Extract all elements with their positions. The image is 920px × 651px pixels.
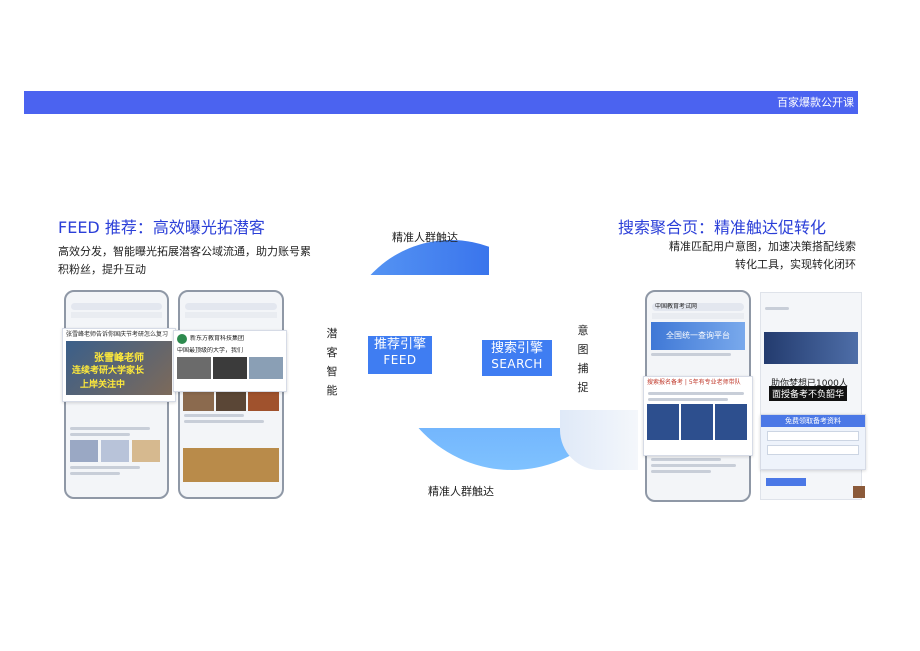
feed-tabs[interactable] <box>185 312 277 318</box>
video-thumbnail[interactable] <box>183 448 279 482</box>
vertical-char: 能 <box>326 384 338 397</box>
teacher-image[interactable] <box>647 404 679 440</box>
vertical-char: 潜 <box>326 327 338 340</box>
search-desc-line-1: 精准匹配用户意图，加速决策搭配线索 <box>669 240 856 253</box>
result-text-line <box>651 470 711 473</box>
search-section-title: 搜索聚合页：精准触达促转化 <box>618 218 827 237</box>
form-submit-button[interactable] <box>766 478 806 486</box>
thumbnail[interactable] <box>132 440 160 462</box>
account-post-text: 中国最顶级的大学，我们 <box>177 347 244 354</box>
result-text-line <box>651 458 721 461</box>
feed-text-line <box>70 472 120 475</box>
search-result-banner[interactable]: 全国统一查询平台 <box>651 322 745 350</box>
overlay-label-2: 面授备考不负韶华 <box>769 386 848 401</box>
feed-text-line <box>184 414 244 417</box>
center-top-label: 精准人群触达 <box>392 231 458 244</box>
vertical-char: 图 <box>577 343 589 356</box>
feed-tabs[interactable] <box>71 312 162 318</box>
feed-engine-badge: 推荐引擎 FEED <box>368 336 432 374</box>
search-desc-line-2: 转化工具，实现转化闭环 <box>735 258 856 271</box>
form-input-phone[interactable] <box>767 445 859 455</box>
feed-card-video[interactable]: 张雪峰老师告诉你国庆节考研怎么复习 张雪峰老师 连续考研大学家长 上岸关注中 <box>62 328 176 402</box>
vertical-char: 捉 <box>577 381 589 394</box>
post-image <box>213 357 247 379</box>
corner-thumbnail <box>853 486 865 498</box>
result-text-line <box>648 392 744 395</box>
search-result-card[interactable]: 搜索报名备考 | 5年有专业老师带队 <box>643 376 753 456</box>
search-engine-badge: 搜索引擎 SEARCH <box>482 340 552 376</box>
result-card-title: 搜索报名备考 | 5年有专业老师带队 <box>647 379 741 386</box>
teacher-image[interactable] <box>681 404 713 440</box>
overlay-label-1: 助你梦想已1000人 <box>771 379 848 389</box>
header-banner: 百家爆款公开课 <box>24 91 858 114</box>
vertical-char: 意 <box>577 324 589 337</box>
post-image <box>177 357 211 379</box>
feed-card-image: 张雪峰老师 连续考研大学家长 上岸关注中 <box>66 341 172 395</box>
lead-form-title: 免费领取备考资料 <box>761 415 865 427</box>
search-bar[interactable] <box>185 303 277 310</box>
feed-engine-en: FEED <box>383 353 417 367</box>
top-arc-graphic <box>341 240 489 275</box>
feed-section-title: FEED 推荐：高效曝光拓潜客 <box>58 218 265 237</box>
thumbnail[interactable] <box>70 440 98 462</box>
teacher-image[interactable] <box>715 404 747 440</box>
thumbnail[interactable] <box>248 389 280 411</box>
search-engine-label: 搜索引擎 <box>490 341 543 356</box>
status-bar <box>180 292 282 301</box>
feed-card-title: 张雪峰老师告诉你国庆节考研怎么复习 <box>66 331 169 338</box>
intent-capture-label: 意 图 捕 捉 <box>576 321 590 397</box>
search-input[interactable]: 中国教育考试网 <box>652 303 744 311</box>
search-section-desc: 精准匹配用户意图，加速决策搭配线索 转化工具，实现转化闭环 <box>640 238 856 274</box>
thumbnail[interactable] <box>215 389 247 411</box>
status-bar <box>66 292 167 301</box>
thumbnail[interactable] <box>183 389 214 411</box>
text-line <box>765 307 789 310</box>
vertical-char: 客 <box>326 346 338 359</box>
feed-text-line <box>70 466 140 469</box>
vertical-char: 捕 <box>577 362 589 375</box>
bottom-arc-fade <box>560 410 638 470</box>
feed-text-line <box>184 420 264 423</box>
left-arc-graphic <box>346 290 398 334</box>
potential-customer-label: 潜 客 智 能 <box>325 324 339 400</box>
search-tabs[interactable] <box>652 313 744 319</box>
search-engine-en: SEARCH <box>491 357 543 371</box>
avatar[interactable] <box>177 334 187 344</box>
search-bar[interactable] <box>71 303 162 310</box>
overlay-text-1: 张雪峰老师 <box>94 353 144 364</box>
form-input-name[interactable] <box>767 431 859 441</box>
feed-desc-line-1: 高效分发，智能曝光拓展潜客公域流通，助力账号累 <box>58 245 311 258</box>
lead-form-card[interactable]: 免费领取备考资料 <box>760 414 866 470</box>
overlay-text-2: 连续考研大学家长 <box>72 366 145 376</box>
thumbnail[interactable] <box>101 440 129 462</box>
feed-phone-2 <box>178 290 284 499</box>
vertical-char: 智 <box>326 365 338 378</box>
feed-desc-line-2: 积粉丝，提升互动 <box>58 263 146 276</box>
feed-text-line <box>70 433 130 436</box>
center-bottom-label: 精准人群触达 <box>428 485 494 498</box>
result-text-line <box>651 353 731 356</box>
teacher-photo <box>764 332 858 364</box>
feed-engine-label: 推荐引擎 <box>373 337 426 352</box>
post-image <box>249 357 283 379</box>
feed-card-account[interactable]: 新东方教育科技集团 中国最顶级的大学，我们 <box>173 330 287 392</box>
feed-text-line <box>70 427 150 430</box>
status-bar <box>647 292 749 301</box>
banner-title: 百家爆款公开课 <box>777 96 854 109</box>
feed-section-desc: 高效分发，智能曝光拓展潜客公域流通，助力账号累 积粉丝，提升互动 <box>58 243 323 279</box>
account-name: 新东方教育科技集团 <box>190 335 245 342</box>
overlay-text-3: 上岸关注中 <box>80 380 126 390</box>
result-text-line <box>651 464 736 467</box>
result-text-line <box>648 398 728 401</box>
